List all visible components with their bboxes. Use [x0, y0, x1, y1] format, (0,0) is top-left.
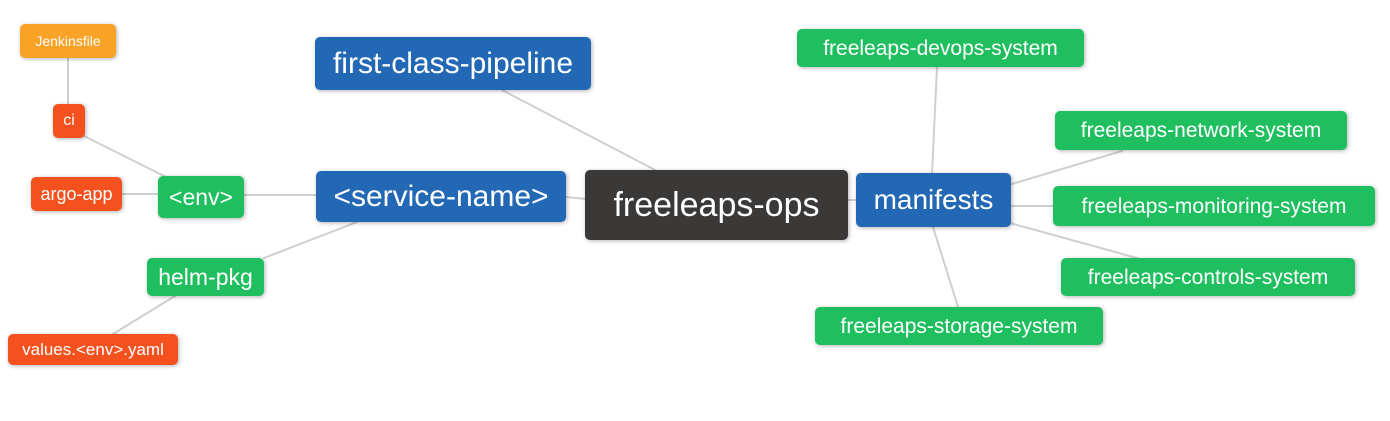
- node-first-class-pipeline[interactable]: first-class-pipeline: [315, 37, 591, 90]
- node-freeleaps-devops-system[interactable]: freeleaps-devops-system: [797, 29, 1084, 67]
- edge-manifests-controls-system: [1009, 222, 1138, 259]
- edge-service-name-helm-pkg: [263, 221, 358, 259]
- edge-service-name-freeleaps-ops: [565, 196, 587, 200]
- edge-helm-pkg-values-env-yaml: [112, 295, 176, 335]
- node-service-name[interactable]: <service-name>: [316, 171, 566, 222]
- edge-manifests-storage-system: [932, 226, 959, 308]
- node-jenkinsfile[interactable]: Jenkinsfile: [20, 24, 116, 58]
- edge-manifests-devops-system: [931, 66, 938, 175]
- node-freeleaps-ops[interactable]: freeleaps-ops: [585, 170, 848, 240]
- edge-first-class-pipeline-freeleaps-ops: [501, 89, 658, 172]
- node-freeleaps-controls-system[interactable]: freeleaps-controls-system: [1061, 258, 1355, 296]
- node-manifests[interactable]: manifests: [856, 173, 1011, 227]
- edge-manifests-network-system: [1011, 150, 1123, 185]
- node-freeleaps-storage-system[interactable]: freeleaps-storage-system: [815, 307, 1103, 345]
- node-values-env-yaml[interactable]: values.<env>.yaml: [8, 334, 178, 365]
- edge-ci-env: [83, 135, 169, 179]
- node-ci[interactable]: ci: [53, 104, 85, 138]
- node-argo-app[interactable]: argo-app: [31, 177, 122, 211]
- node-freeleaps-monitoring-system[interactable]: freeleaps-monitoring-system: [1053, 186, 1375, 226]
- node-freeleaps-network-system[interactable]: freeleaps-network-system: [1055, 111, 1347, 150]
- node-env[interactable]: <env>: [158, 176, 244, 218]
- node-helm-pkg[interactable]: helm-pkg: [147, 258, 264, 296]
